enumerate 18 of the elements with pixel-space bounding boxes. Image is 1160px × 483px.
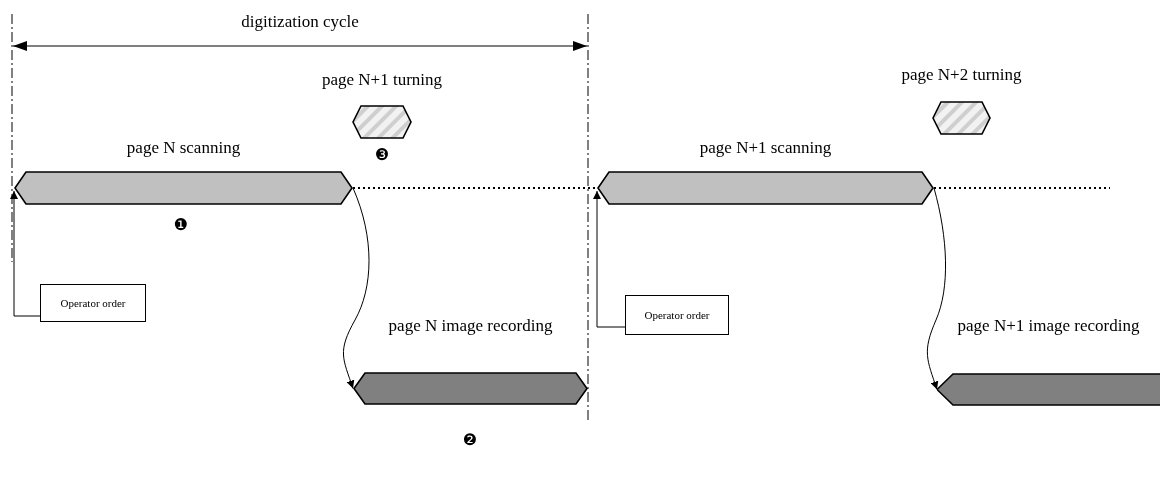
arrow (593, 190, 626, 328)
callout-number: ❷ (462, 431, 478, 449)
operator-order-box: Operator order (40, 284, 146, 322)
operator-order-box: Operator order (625, 295, 729, 335)
arrow (10, 190, 41, 317)
dimension-label: digitization cycle (241, 11, 359, 33)
bar-heading: page N scanning (125, 137, 242, 159)
arrow (926, 187, 946, 390)
dotted-line (933, 187, 1111, 189)
callout-number: ❸ (374, 146, 390, 164)
bar-heading: page N image recording (387, 315, 554, 337)
bar-heading: page N+1 turning (320, 69, 444, 91)
callout-number: ❶ (173, 216, 189, 234)
bar-heading: page N+1 scanning (698, 137, 833, 159)
arrow (343, 187, 370, 389)
dotted-line (352, 187, 598, 189)
bar-heading: page N+1 image recording (956, 315, 1141, 337)
bar-heading: page N+2 turning (900, 64, 1023, 86)
